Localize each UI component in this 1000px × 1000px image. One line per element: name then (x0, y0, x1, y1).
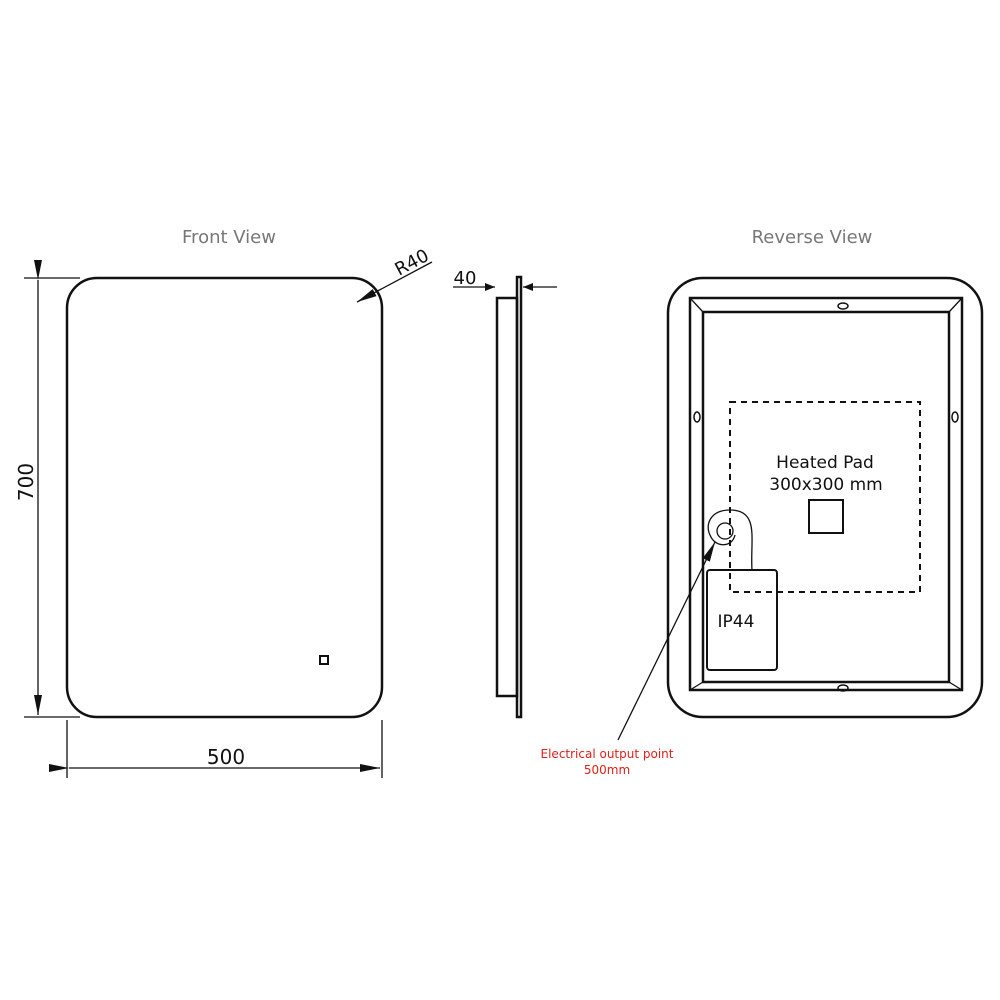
electrical-output-point (716, 522, 734, 540)
height-dimension (24, 260, 80, 718)
heated-pad-label: Heated Pad (776, 453, 874, 473)
electrical-note-line2: 500mm (584, 763, 630, 777)
side-glass (515, 275, 523, 719)
power-cable (707, 509, 753, 571)
width-label: 500 (207, 745, 245, 769)
ip44-driver-box (706, 569, 778, 671)
radius-label: R40 (391, 245, 432, 280)
frame-corners (689, 297, 963, 691)
radius-leader (356, 261, 433, 303)
front-mirror-outline (65, 276, 384, 719)
keyhole-hanger-icons (693, 302, 959, 692)
depth-label: 40 (454, 268, 477, 289)
back-frame-outer (688, 296, 964, 692)
reverse-view-title: Reverse View (752, 227, 873, 248)
reverse-mirror-outline (666, 276, 984, 719)
width-dimension (49, 720, 383, 778)
ip-rating-label: IP44 (718, 612, 755, 632)
front-view-title: Front View (182, 227, 276, 248)
heated-pad-area (729, 401, 921, 593)
electrical-note-line1: Electrical output point (541, 747, 674, 761)
electrical-leader-arrow (617, 541, 716, 741)
height-label: 700 (14, 463, 38, 501)
touch-sensor-icon (319, 655, 329, 665)
heater-sensor-square (808, 499, 844, 534)
side-frame (495, 296, 519, 698)
heated-pad-size: 300x300 mm (769, 475, 882, 495)
back-frame-inner (701, 310, 951, 684)
